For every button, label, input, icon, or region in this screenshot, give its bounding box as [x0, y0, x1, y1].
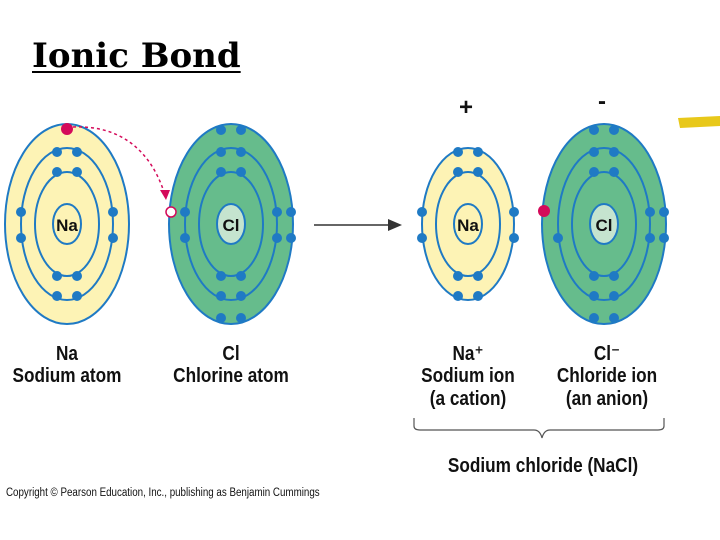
decorative-stroke [678, 116, 720, 128]
sodium-ion-label-symbol: Na⁺ [452, 343, 484, 365]
chloride-ion-electrons [553, 125, 669, 323]
chlorine-atom-electrons [180, 125, 296, 323]
sodium-atom: Na [4, 123, 130, 325]
chloride-ion: Cl [538, 123, 669, 325]
copyright-notice: Copyright © Pearson Education, Inc., pub… [6, 487, 320, 499]
sodium-ion-label-kind: (a cation) [429, 387, 507, 410]
electron-vacancy [165, 206, 177, 218]
sodium-ion-label: Na⁺ Sodium ion (a cation) [408, 343, 528, 410]
chloride-ion-charge: - [598, 88, 606, 115]
chloride-ion-label-kind: (an anion) [565, 387, 649, 410]
chloride-ion-label-symbol: Cl⁻ [593, 343, 621, 365]
sodium-atom-electrons [16, 147, 118, 301]
sodium-ion: Na [417, 147, 519, 301]
sodium-atom-symbol: Na [56, 216, 78, 235]
valence-electron [61, 123, 73, 135]
chloride-ion-label: Cl⁻ Chloride ion (an anion) [543, 343, 672, 410]
sodium-ion-label-name: Sodium ion [421, 365, 515, 388]
reaction-arrowhead [388, 219, 402, 231]
chlorine-atom-label-symbol: Cl [222, 343, 240, 365]
sodium-ion-electrons [417, 147, 519, 301]
sodium-atom-label-symbol: Na [55, 343, 78, 365]
electron-transfer-arrow [72, 126, 165, 193]
chlorine-atom: Cl [165, 123, 296, 325]
chlorine-atom-label-name: Chlorine atom [173, 365, 289, 388]
sodium-ion-charge: + [459, 94, 474, 121]
chloride-ion-symbol: Cl [596, 216, 613, 235]
electron-transfer-arrowhead [160, 190, 170, 200]
sodium-ion-symbol: Na [457, 216, 479, 235]
chlorine-atom-symbol: Cl [223, 216, 240, 235]
gained-electron [538, 205, 550, 217]
sodium-atom-label-name: Sodium atom [12, 365, 122, 388]
compound-label: Sodium chloride (NaCl) [447, 455, 639, 477]
sodium-atom-label: Na Sodium atom [7, 343, 127, 388]
page-title: Ionic Bond [32, 36, 241, 76]
compound-bracket [413, 418, 665, 439]
chlorine-atom-label: Cl Chlorine atom [167, 343, 296, 388]
chloride-ion-label-name: Chloride ion [556, 365, 658, 388]
